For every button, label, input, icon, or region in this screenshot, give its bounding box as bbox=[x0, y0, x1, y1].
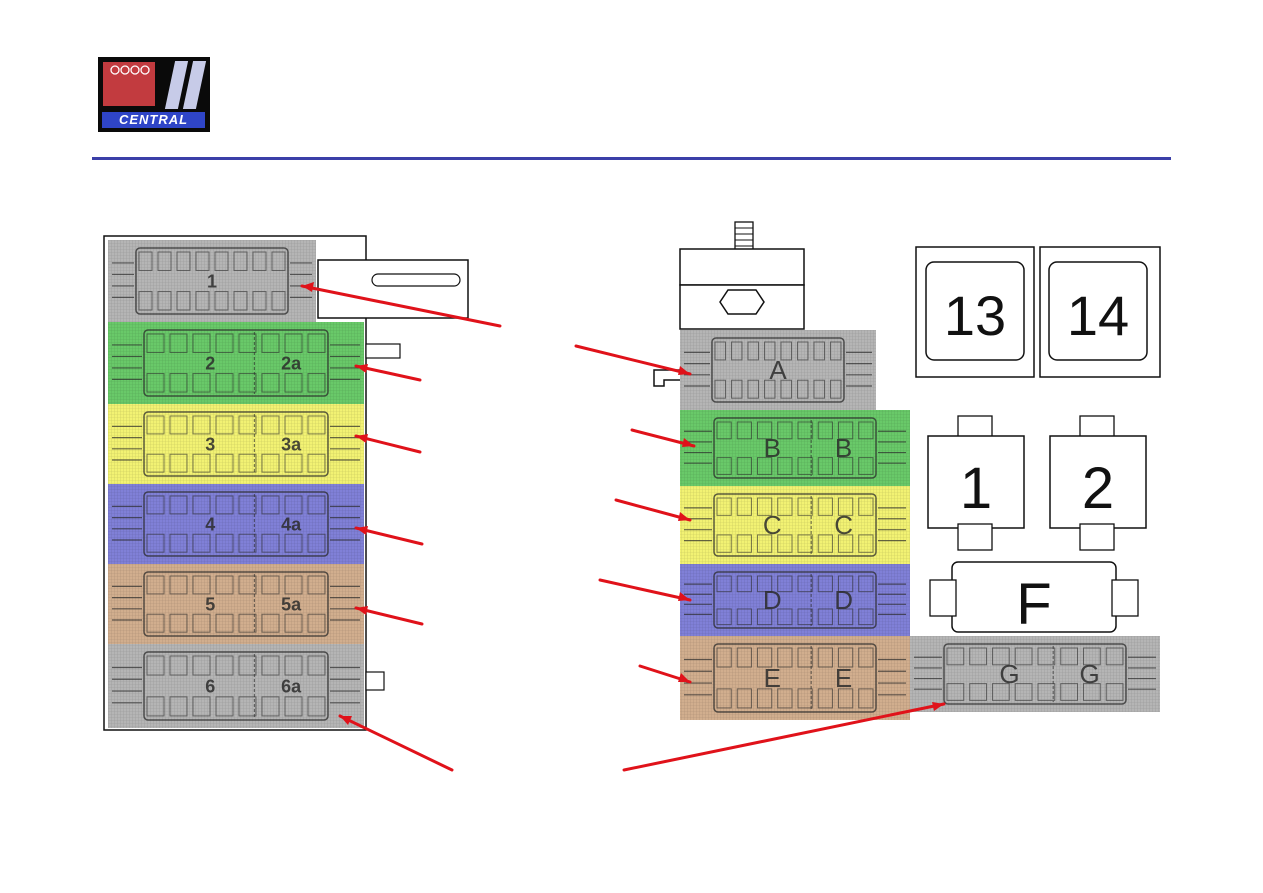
connector-label: B bbox=[764, 433, 781, 463]
connector-label: 6 bbox=[205, 676, 215, 696]
connector-3: 3 3a bbox=[108, 404, 364, 484]
relay-14: 14 bbox=[1039, 246, 1161, 378]
left-connector-block: 1 2 2a 3 3a 4 4a 5 5a 6 6a bbox=[103, 235, 469, 731]
relay-label: 13 bbox=[944, 284, 1006, 347]
header-rule bbox=[92, 157, 1171, 160]
connector-label: E bbox=[764, 663, 781, 693]
connector-sub-label: G bbox=[1079, 659, 1099, 689]
connector-4: 4 4a bbox=[108, 484, 364, 564]
connector-sub-label: 4a bbox=[281, 514, 302, 534]
connector-label: 3 bbox=[205, 434, 215, 454]
connector-label: 5 bbox=[205, 594, 215, 614]
connector-sub-label: C bbox=[834, 510, 853, 540]
arrow-to-connector-c bbox=[614, 498, 692, 522]
central-logo: CENTRAL bbox=[98, 57, 210, 132]
relay-1: 1 bbox=[927, 415, 1025, 551]
logo-text: CENTRAL bbox=[102, 112, 205, 128]
connector-label: G bbox=[999, 659, 1019, 689]
fuse-f: F bbox=[929, 561, 1139, 637]
relay-label: 2 bbox=[1082, 456, 1114, 521]
arrow-to-connector-6 bbox=[338, 714, 454, 772]
fuse-label: F bbox=[1016, 572, 1051, 637]
connector-sub-label: D bbox=[834, 585, 853, 615]
connector-sub-label: B bbox=[835, 433, 852, 463]
relay-label: 14 bbox=[1067, 284, 1129, 347]
connector-sub-label: E bbox=[835, 663, 852, 693]
connector-label: 2 bbox=[205, 353, 215, 373]
arrow-to-connector-a bbox=[574, 344, 692, 376]
mounting-bolt bbox=[679, 221, 805, 330]
arrow-to-connector-5 bbox=[354, 606, 424, 626]
side-clip bbox=[365, 343, 401, 359]
arrow-to-connector-d bbox=[598, 578, 692, 602]
arrow-heads bbox=[302, 282, 944, 725]
connector-label: 4 bbox=[205, 514, 215, 534]
connector-label: 1 bbox=[207, 271, 217, 291]
connector-sub-label: 5a bbox=[281, 594, 302, 614]
bracket-slot bbox=[371, 273, 461, 287]
relay-label: 1 bbox=[960, 456, 992, 521]
connector-2: 2 2a bbox=[108, 322, 364, 404]
relay-2: 2 bbox=[1049, 415, 1147, 551]
connector-sub-label: 6a bbox=[281, 676, 302, 696]
mounting-bracket bbox=[317, 259, 469, 319]
connector-label: D bbox=[763, 585, 782, 615]
connector-5: 5 5a bbox=[108, 564, 364, 644]
connector-a: A bbox=[680, 330, 876, 410]
connector-1: 1 bbox=[108, 240, 316, 322]
side-clip bbox=[365, 671, 385, 691]
relay-13: 13 bbox=[915, 246, 1035, 378]
connector-6: 6 6a bbox=[108, 644, 364, 728]
connector-label: C bbox=[763, 510, 782, 540]
connector-sub-label: 3a bbox=[281, 434, 302, 454]
side-clip bbox=[653, 369, 680, 387]
connector-sub-label: 2a bbox=[281, 353, 302, 373]
connector-label: A bbox=[769, 355, 787, 385]
arrow-to-connector-g bbox=[622, 702, 946, 772]
arrow-to-connector-1 bbox=[300, 284, 502, 328]
audi-rings-icon bbox=[110, 65, 150, 75]
arrow-to-connector-4 bbox=[354, 526, 424, 546]
